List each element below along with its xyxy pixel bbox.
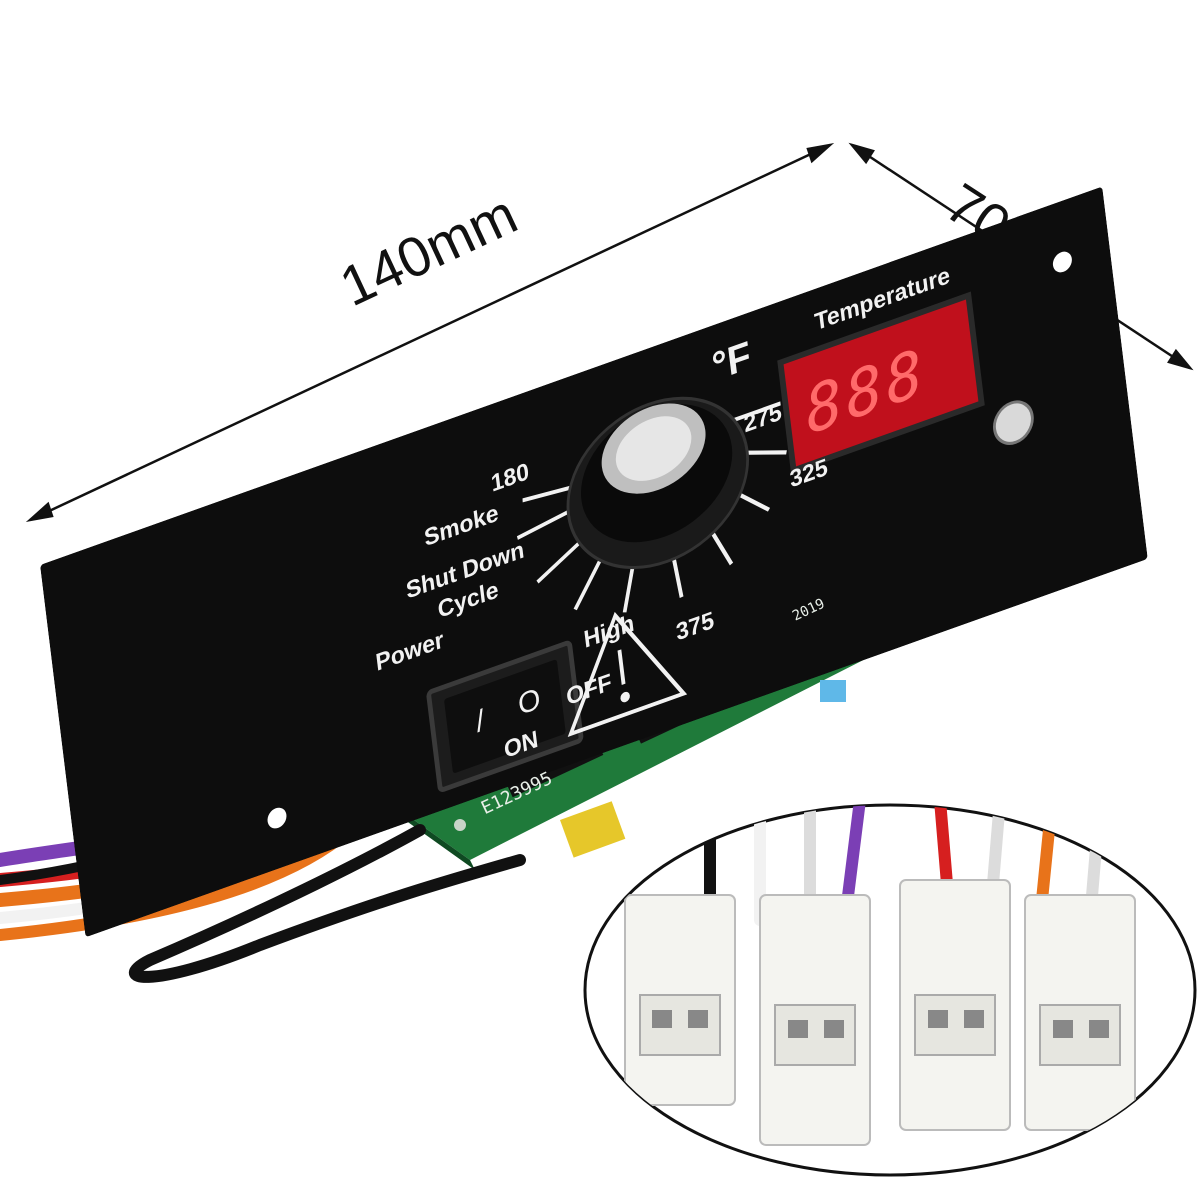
- connector-2: [759, 894, 871, 1146]
- inset-connectors: [624, 879, 1136, 1146]
- connector-inset: [583, 803, 1197, 1177]
- connector-1: [624, 894, 736, 1106]
- control-panel: 888 Temperature °F 180 275 325 375 High …: [40, 186, 1148, 937]
- power-rocker-icon: [444, 659, 566, 773]
- dimension-line-length: [25, 142, 835, 523]
- panel-plate-svg: [40, 187, 1148, 937]
- temperature-knob: [566, 396, 750, 570]
- mounting-hole-icon: [267, 807, 287, 829]
- mounting-hole-icon: [1052, 251, 1072, 273]
- connector-3: [899, 879, 1011, 1131]
- led-display-bezel: [777, 291, 985, 475]
- connector-4: [1024, 894, 1136, 1131]
- warning-triangle-icon: [567, 611, 688, 737]
- reset-button-icon: [993, 400, 1034, 445]
